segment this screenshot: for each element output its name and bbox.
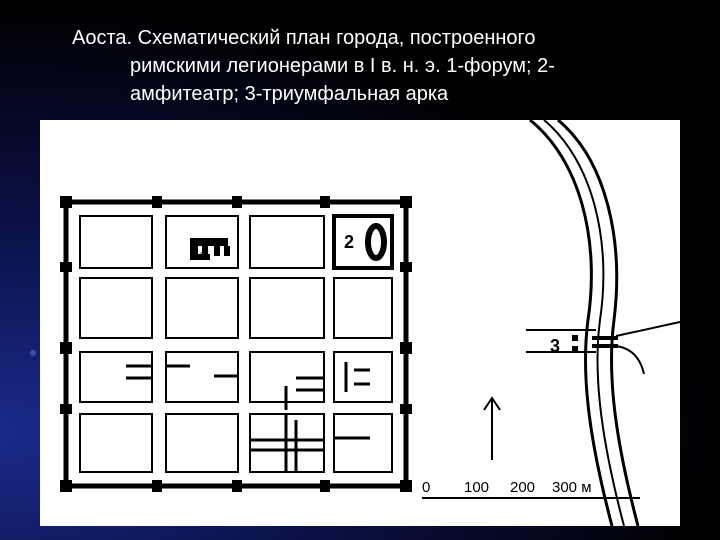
arch-label: 3 [550, 336, 560, 356]
road [526, 321, 680, 375]
title-line-1: Аоста. Схематический план города, постро… [72, 27, 536, 49]
block [165, 277, 239, 339]
river [529, 120, 640, 526]
amphitheatre-icon [365, 223, 387, 261]
block [79, 413, 153, 473]
block [333, 413, 393, 473]
triumphal-arch-icon [572, 335, 578, 352]
north-arrow-icon [483, 396, 501, 460]
bullet-dot [30, 350, 36, 356]
title-line-2: римскими легионерами в I в. н. э. 1-фору… [130, 55, 555, 77]
block [79, 277, 153, 339]
title-line-3: амфитеатр; 3-триумфальная арка [130, 83, 449, 105]
block [249, 215, 325, 269]
scale-tick-200: 200 [510, 479, 535, 496]
amphitheatre-label: 2 [344, 232, 354, 252]
block [79, 215, 153, 269]
slide-title: Аоста. Схематический план города, постро… [72, 24, 672, 108]
city-blocks [79, 215, 393, 473]
block [165, 215, 239, 269]
scale-bar: 0 100 200 300 м [422, 479, 640, 499]
scale-tick-0: 0 [422, 479, 430, 496]
city-plan-drawing: 1 2 3 0 100 200 300 м [60, 120, 680, 526]
scale-tick-300: 300 м [552, 479, 592, 496]
forum-icon [190, 238, 230, 260]
block [333, 351, 393, 403]
block [165, 413, 239, 473]
forum-label: 1 [200, 250, 206, 262]
city-plan-panel: 1 2 3 0 100 200 300 м [40, 120, 680, 526]
block [249, 277, 325, 339]
city-wall [63, 199, 409, 489]
wall-towers [60, 196, 412, 492]
amphitheatre-block [332, 214, 394, 270]
block [333, 277, 393, 339]
scale-tick-100: 100 [464, 479, 489, 496]
building-fragments [126, 362, 370, 472]
